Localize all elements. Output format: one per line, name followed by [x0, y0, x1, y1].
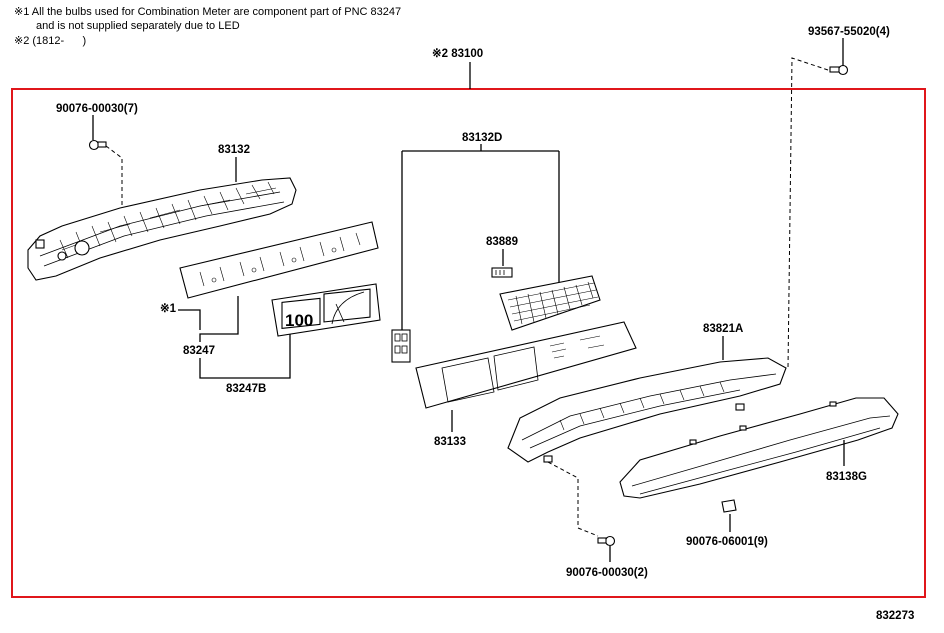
part-83132D-socket — [499, 275, 601, 331]
part-83889-clip — [491, 267, 513, 278]
screw-93567-icon — [829, 64, 849, 76]
clip-90076-06001-icon — [721, 499, 737, 513]
label-83132: 83132 — [218, 144, 250, 156]
label-90076-06001: 90076-06001(9) — [686, 536, 768, 548]
label-90076-00030-top: 90076-00030(7) — [56, 103, 138, 115]
label-83132D: 83132D — [462, 132, 502, 144]
display-speed: 100 — [285, 311, 313, 330]
assembly-label: ※2 83100 — [432, 47, 483, 60]
part-83132-case — [27, 177, 297, 281]
part-83247-board — [179, 221, 379, 299]
label-90076-00030-bottom: 90076-00030(2) — [566, 567, 648, 579]
dash-90076-bottom — [547, 461, 599, 537]
part-connector — [391, 329, 411, 363]
note-line-1: ※1 All the bulbs used for Combination Me… — [14, 6, 402, 18]
note-line-2: and is not supplied separately due to LE… — [36, 20, 240, 32]
part-83138G-glass — [619, 397, 899, 499]
part-83821A-hood — [507, 357, 787, 463]
part-83247B-display: 100 — [271, 283, 381, 337]
assembly-frame — [11, 88, 926, 598]
label-83247B: 83247B — [226, 383, 266, 395]
label-83247: 83247 — [183, 345, 215, 357]
label-83138G: 83138G — [826, 471, 867, 483]
leader-83247B — [199, 334, 291, 379]
note-line-3: ※2 (1812- ) — [14, 35, 87, 47]
part-83133-plate — [415, 321, 637, 409]
label-93567-55020: 93567-55020(4) — [808, 26, 890, 38]
screw-90076-bottom-icon — [597, 535, 616, 547]
leader-83132D — [401, 144, 560, 330]
screw-90076-top-icon — [88, 139, 107, 151]
figure-id: 832273 — [876, 610, 914, 622]
label-83821A: 83821A — [703, 323, 743, 335]
dash-90076-top — [105, 145, 123, 210]
leader-mark-1 — [178, 309, 201, 330]
label-83133: 83133 — [434, 436, 466, 448]
dash-93567 — [774, 57, 829, 373]
leader-83247 — [199, 296, 239, 342]
label-83889: 83889 — [486, 236, 518, 248]
label-mark-1: ※1 — [160, 302, 177, 315]
